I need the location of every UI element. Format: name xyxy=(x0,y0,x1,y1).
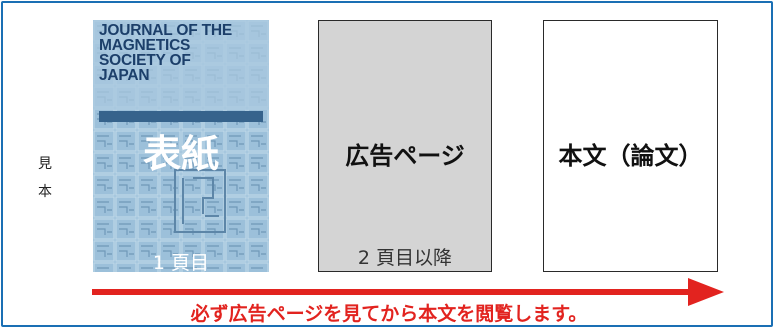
journal-title-line: JOURNAL OF THE xyxy=(99,22,232,39)
ad-page-thumbnail: 広告ページ 2 頁目以降 xyxy=(318,20,492,272)
instruction-note: 必ず広告ページを見てから本文を閲覧します。 xyxy=(190,303,588,325)
body-page-thumbnail: 本文（論文） xyxy=(543,20,718,272)
cover-pattern xyxy=(93,20,269,272)
body-page-label: 本文（論文） xyxy=(558,142,703,170)
cover-strip xyxy=(99,111,263,122)
arrow-right-icon xyxy=(92,278,724,306)
cover-thumbnail: JOURNAL OF THE MAGNETICS SOCIETY OF JAPA… xyxy=(93,20,269,272)
ad-page-label: 広告ページ xyxy=(345,142,465,170)
cover-page-number: 1 頁目 xyxy=(152,252,210,272)
sample-label-char-1: 見 xyxy=(38,156,52,172)
journal-title-line: SOCIETY OF xyxy=(99,52,191,69)
journal-title-line: JAPAN xyxy=(99,67,150,84)
journal-title-line: MAGNETICS xyxy=(99,37,191,54)
cover-label: 表紙 xyxy=(142,132,219,176)
ad-page-number: 2 頁目以降 xyxy=(357,247,453,269)
sample-label-char-2: 本 xyxy=(38,184,52,200)
journal-title: JOURNAL OF THE MAGNETICS SOCIETY OF JAPA… xyxy=(99,22,269,84)
sample-label: 見 本 xyxy=(34,150,56,206)
